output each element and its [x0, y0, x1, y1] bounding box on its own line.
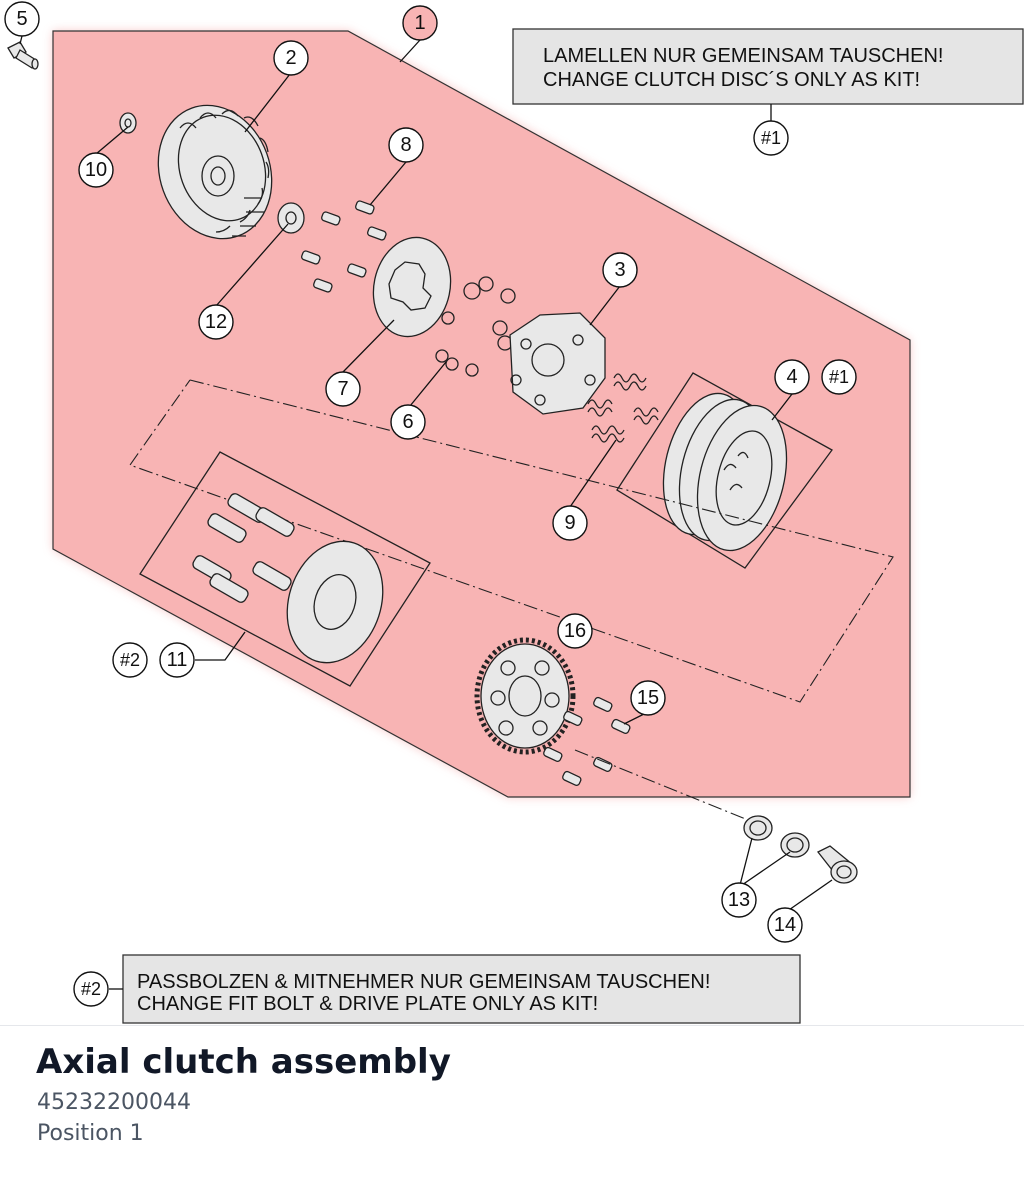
kit-note-1-line-1: LAMELLEN NUR GEMEINSAM TAUSCHEN!	[543, 45, 943, 67]
part-washer-10[interactable]	[119, 112, 137, 134]
callout-9[interactable]: 9	[564, 512, 575, 534]
subassembly-outline	[129, 379, 894, 703]
part-number: 45232200044	[37, 1090, 191, 1115]
callout-10[interactable]: 10	[85, 159, 107, 181]
kit-note-2-line-2: CHANGE FIT BOLT & DRIVE PLATE ONLY AS KI…	[137, 993, 598, 1015]
kit-note-1-ref[interactable]: #1	[761, 128, 781, 148]
callout-1-circle[interactable]	[402, 5, 438, 41]
part-bolt-5[interactable]	[7, 41, 39, 70]
assembly-highlight[interactable]	[52, 30, 911, 798]
kit-note-1-line-2: CHANGE CLUTCH DISC´S ONLY AS KIT!	[543, 69, 920, 91]
callout-11[interactable]: 11	[167, 649, 188, 671]
callout-5[interactable]: 5	[16, 8, 27, 30]
part-clutch-basket-2[interactable]	[140, 89, 290, 254]
part-sleeve-14[interactable]	[816, 845, 858, 884]
part-info-footer: Axial clutch assembly 45232200044 Positi…	[0, 1025, 1024, 1178]
position-label: Position 1	[37, 1121, 144, 1146]
shaft-axis-line	[574, 749, 749, 821]
page-title: Axial clutch assembly	[36, 1042, 451, 1082]
part-screws-8[interactable]	[301, 200, 387, 293]
part-springs-9[interactable]	[587, 373, 659, 443]
callout-4-kit[interactable]: #1	[829, 367, 849, 387]
exploded-parts-diagram: LAMELLEN NUR GEMEINSAM TAUSCHEN! CHANGE …	[4, 1, 1024, 1024]
part-clutch-discs-4[interactable]	[616, 372, 833, 569]
callout-15[interactable]: 15	[637, 687, 659, 709]
callout-12[interactable]: 12	[205, 311, 227, 333]
callout-8[interactable]: 8	[400, 134, 411, 156]
part-bushings-13[interactable]	[743, 815, 810, 858]
callout-7[interactable]: 7	[337, 378, 348, 400]
kit-note-2-line-1: PASSBOLZEN & MITNEHMER NUR GEMEINSAM TAU…	[137, 971, 710, 993]
part-plate-7[interactable]	[364, 230, 459, 344]
part-balls-6[interactable]	[435, 276, 516, 377]
callout-1[interactable]: 1	[414, 12, 425, 34]
kit-note-2-ref[interactable]: #2	[81, 979, 101, 999]
part-screws-15[interactable]	[543, 696, 631, 787]
callout-2[interactable]: 2	[285, 47, 296, 69]
part-gear-16[interactable]	[474, 637, 576, 755]
callout-4[interactable]: 4	[786, 366, 797, 388]
callout-11-kit[interactable]: #2	[120, 650, 140, 670]
callout-16[interactable]: 16	[564, 620, 586, 642]
callout-6[interactable]: 6	[402, 411, 413, 433]
kit-note-2: PASSBOLZEN & MITNEHMER NUR GEMEINSAM TAU…	[109, 954, 801, 1024]
part-pressure-plate-3[interactable]	[509, 312, 606, 415]
part-thrust-washer-12[interactable]	[277, 202, 305, 234]
kit-note-1: LAMELLEN NUR GEMEINSAM TAUSCHEN! CHANGE …	[512, 28, 1024, 121]
callout-3[interactable]: 3	[614, 259, 625, 281]
part-drive-plate-11[interactable]	[139, 451, 431, 687]
callout-13[interactable]: 13	[728, 889, 750, 911]
callout-14[interactable]: 14	[774, 914, 796, 936]
leader-lines	[19, 35, 833, 913]
